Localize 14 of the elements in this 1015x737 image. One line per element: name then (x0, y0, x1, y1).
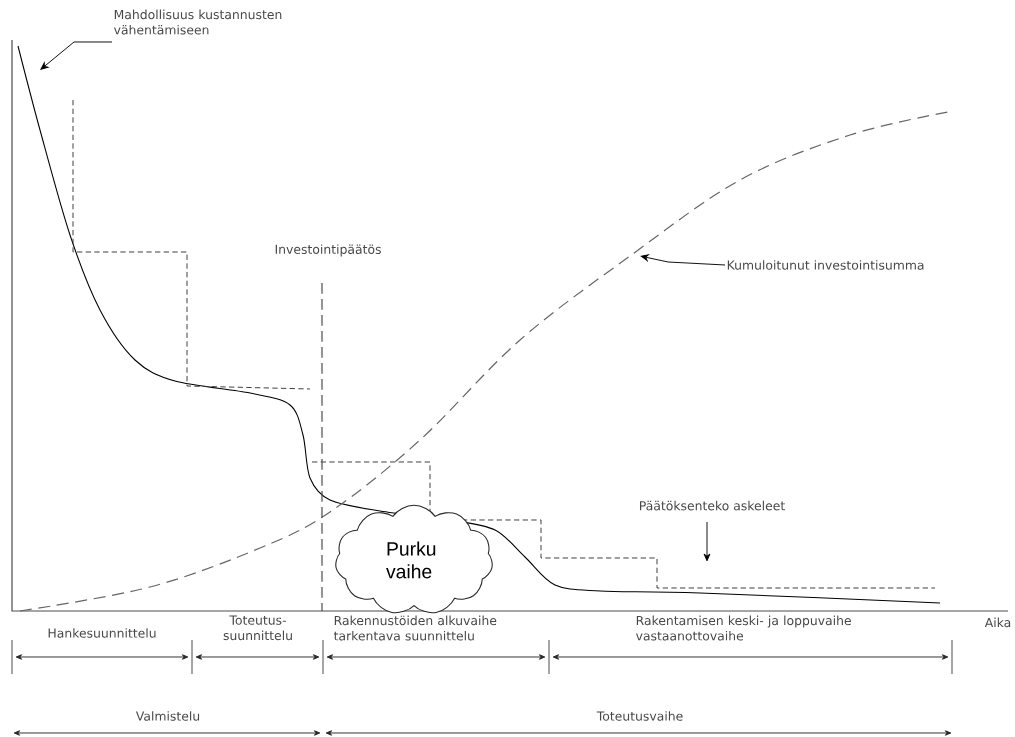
callout-text: Mahdollisuus kustannusten vähentämiseen (114, 9, 282, 35)
phase-label: Hankesuunnittelu (48, 628, 156, 638)
leader-arrow (640, 254, 726, 266)
leader-arrow (703, 521, 711, 562)
leader-arrow (40, 41, 113, 70)
phase-label: Toteutus- suunnittelu (223, 615, 292, 641)
phase-label: Rakentamisen keski- ja loppuvaihe vastaanottovaihe (636, 615, 851, 641)
cloud: Purku vaihe (335, 504, 493, 614)
axis-label: Investointipäätös (275, 244, 381, 257)
axis-label: Aika (984, 617, 1011, 628)
phase-label: Valmistelu (135, 711, 200, 721)
callout-text: Päätöksenteko askeleet (640, 500, 785, 511)
callout-text: Kumuloitunut investointisumma (727, 260, 924, 270)
phase-label: Toteutusvaihe (596, 711, 683, 721)
